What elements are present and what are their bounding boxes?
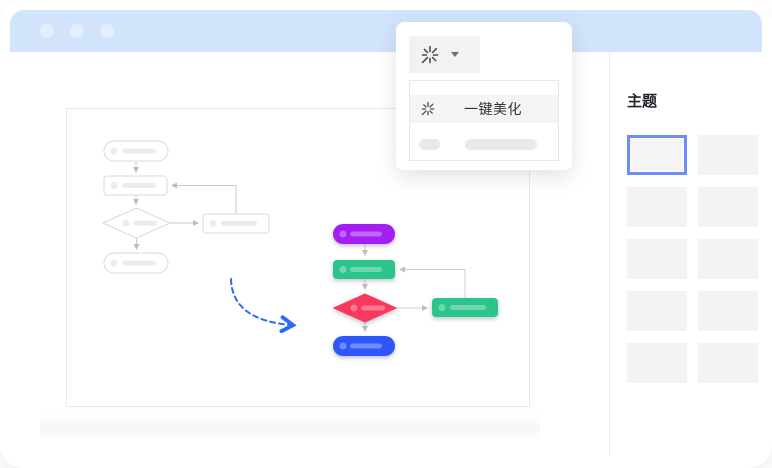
window-dot-icon bbox=[40, 24, 54, 38]
theme-panel-title: 主题 bbox=[627, 93, 658, 110]
styled-node-side-process[interactable] bbox=[432, 298, 498, 317]
plain-flow-connectors bbox=[133, 161, 237, 250]
styled-node-process[interactable] bbox=[333, 260, 395, 279]
styled-flow-connectors bbox=[362, 244, 466, 332]
theme-thumbnail-selected[interactable] bbox=[627, 135, 687, 175]
theme-grid bbox=[627, 135, 758, 383]
theme-thumbnail[interactable] bbox=[627, 187, 687, 227]
panel-divider bbox=[609, 52, 610, 456]
magic-burst-icon bbox=[421, 45, 439, 63]
beautify-popup: 一键美化 bbox=[396, 22, 572, 170]
browser-titlebar bbox=[10, 10, 762, 52]
theme-thumbnail[interactable] bbox=[627, 343, 687, 383]
styled-node-start[interactable] bbox=[333, 224, 395, 244]
menu-skeleton-row bbox=[410, 139, 558, 150]
menu-item-one-click-beautify[interactable]: 一键美化 bbox=[410, 95, 558, 123]
magic-burst-icon bbox=[421, 101, 435, 116]
theme-thumbnail[interactable] bbox=[698, 291, 758, 331]
flowchart-graphics bbox=[101, 140, 498, 356]
styled-node-placeholders bbox=[339, 230, 486, 350]
beautify-transform-arrow bbox=[230, 278, 297, 334]
styled-node-end[interactable] bbox=[333, 336, 395, 356]
styled-node-decision[interactable] bbox=[332, 293, 398, 323]
theme-thumbnail[interactable] bbox=[627, 239, 687, 279]
theme-thumbnail[interactable] bbox=[698, 135, 758, 175]
window-dot-icon bbox=[70, 24, 84, 38]
theme-panel: 主题 bbox=[627, 90, 758, 383]
theme-thumbnail[interactable] bbox=[698, 187, 758, 227]
menu-item-label: 一键美化 bbox=[464, 101, 522, 117]
window-dot-icon bbox=[100, 24, 114, 38]
window-bottom-shade bbox=[40, 412, 540, 442]
skeleton-pill bbox=[465, 139, 537, 150]
skeleton-pill bbox=[419, 139, 440, 150]
theme-thumbnail[interactable] bbox=[698, 343, 758, 383]
beautify-toolbar-button[interactable] bbox=[409, 36, 480, 73]
caret-down-icon bbox=[451, 52, 459, 57]
plain-node-placeholders bbox=[110, 147, 257, 267]
theme-thumbnail[interactable] bbox=[627, 291, 687, 331]
beautify-menu: 一键美化 bbox=[409, 80, 559, 161]
theme-thumbnail[interactable] bbox=[698, 239, 758, 279]
